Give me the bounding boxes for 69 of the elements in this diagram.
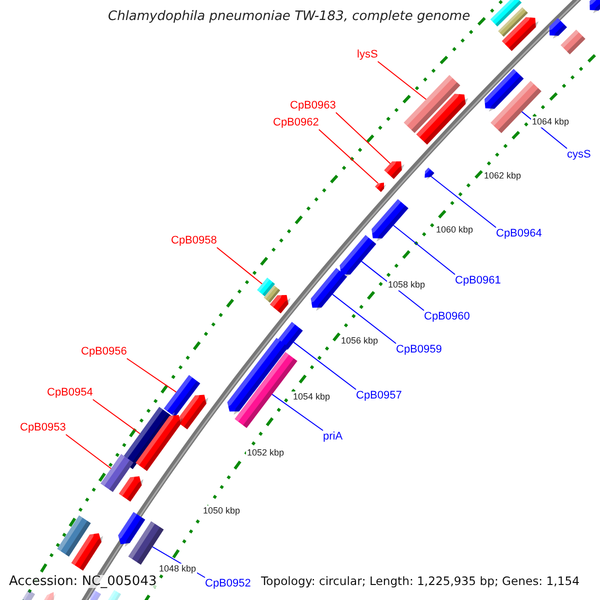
gene-feature xyxy=(176,392,208,430)
gene-feature xyxy=(502,14,539,52)
tick-label: 1054 kbp xyxy=(292,392,332,402)
leader-line xyxy=(318,129,378,184)
gene-feature xyxy=(106,590,122,600)
map-title: Chlamydophila pneumoniae TW-183, complete genome xyxy=(108,9,470,24)
genome-stats-text: Topology: circular; Length: 1,225,935 bp; Genes: 1,154 xyxy=(261,575,580,588)
gene-label: CpB0961 xyxy=(455,274,501,288)
tick-label: 1058 kbp xyxy=(387,280,426,290)
gene-label: CpB0959 xyxy=(396,344,442,356)
gene-label: cysS xyxy=(567,148,591,162)
gene-feature xyxy=(369,199,408,242)
gene-feature xyxy=(20,590,36,600)
leader-line xyxy=(332,294,396,344)
gene-feature xyxy=(118,474,144,502)
gene-feature xyxy=(375,180,386,192)
gene-label: CpB0962 xyxy=(273,116,319,130)
tick-label: 1064 kbp xyxy=(531,116,570,128)
gene-feature xyxy=(264,285,280,303)
gene-feature xyxy=(308,268,348,311)
gene-label: CpB0953 xyxy=(20,422,66,434)
gene-feature xyxy=(164,375,200,417)
gene-label: lysS xyxy=(357,48,378,62)
gene-label: CpB0957 xyxy=(356,390,402,402)
leader-line xyxy=(126,358,177,393)
gene-feature xyxy=(586,0,600,14)
tick-label: 1050 kbp xyxy=(202,506,242,516)
gene-feature xyxy=(384,158,404,180)
gene-feature xyxy=(71,530,103,571)
gene-feature xyxy=(100,454,134,492)
gene-label: CpB0963 xyxy=(290,100,336,112)
gene-feature xyxy=(546,18,567,39)
leader-line xyxy=(377,61,427,100)
gene-label: CpB0958 xyxy=(171,234,217,248)
leader-line xyxy=(92,399,140,434)
leader-line xyxy=(293,342,356,390)
tick-label: 1052 kbp xyxy=(246,448,286,458)
tick-label: 1060 kbp xyxy=(435,224,474,236)
gene-feature xyxy=(498,7,528,37)
leader-line xyxy=(393,224,456,275)
gene-label: priA xyxy=(323,430,343,444)
gene-feature xyxy=(560,30,586,54)
leader-line xyxy=(65,434,112,469)
gene-label: CpB0954 xyxy=(47,386,93,400)
gene-label: CpB0960 xyxy=(424,310,470,324)
gene-feature xyxy=(128,521,164,565)
gene-feature xyxy=(482,68,524,112)
leader-line xyxy=(272,394,324,431)
gene-feature xyxy=(490,0,522,26)
gene-label: CpB0952 xyxy=(205,578,251,590)
gene-feature xyxy=(257,278,275,296)
gene-feature xyxy=(225,338,288,415)
gene-feature xyxy=(88,590,102,600)
gene-feature xyxy=(57,515,91,557)
gene-feature xyxy=(416,90,468,145)
gene-feature xyxy=(42,590,56,600)
leader-line xyxy=(335,112,391,164)
gene-feature xyxy=(404,74,460,134)
gene-feature xyxy=(337,234,376,278)
gene-feature xyxy=(136,412,183,472)
gene-label: CpB0956 xyxy=(81,346,127,358)
gene-feature xyxy=(116,512,146,547)
gene-feature xyxy=(422,168,434,180)
tick-label: 1062 kbp xyxy=(483,170,522,182)
tick-label: 1056 kbp xyxy=(340,336,380,346)
gene-label: CpB0964 xyxy=(496,228,542,240)
leader-line xyxy=(216,247,263,284)
leader-line xyxy=(430,176,496,228)
tick-label: 1048 kbp xyxy=(158,564,198,574)
